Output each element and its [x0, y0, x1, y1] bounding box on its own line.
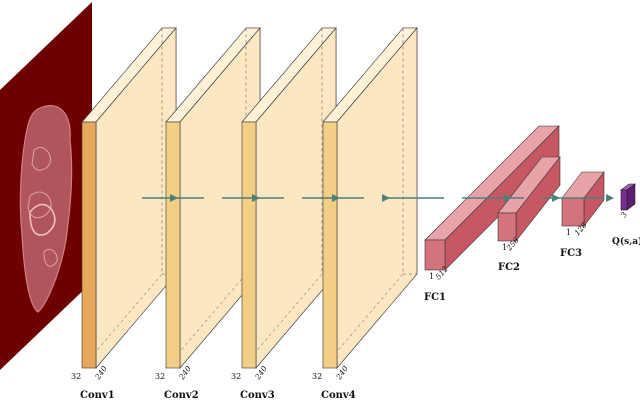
output-size: 3 [619, 210, 629, 219]
fc-width-label: 1 [566, 228, 571, 237]
arrowhead-3 [332, 194, 340, 202]
output-front [620, 189, 628, 211]
conv-depth-label: 32 [231, 372, 241, 381]
arrowhead-7 [606, 194, 614, 202]
conv-front-face [165, 121, 181, 369]
input-image [0, 2, 92, 370]
input-image-lesion [29, 203, 56, 236]
arrowhead-5 [504, 194, 512, 202]
flow-arrows [142, 194, 614, 202]
fc-layer-label: FC3 [560, 248, 582, 259]
conv-layer-label: Conv2 [164, 390, 199, 400]
conv-layer-label: Conv1 [80, 390, 115, 400]
arrowhead-2 [252, 194, 260, 202]
fc-width-label: 1 [429, 272, 434, 281]
conv-depth-label: 32 [71, 372, 81, 381]
output-node: 3 Q(s,a) [612, 183, 640, 247]
output-label: Q(s,a) [612, 236, 640, 247]
fc-layer-label: FC1 [424, 292, 446, 303]
conv-front-face [241, 121, 257, 369]
fc-width-label: 1 [502, 243, 507, 252]
arrowhead-1 [170, 194, 178, 202]
fc-layer-label: FC2 [498, 262, 520, 273]
conv-depth-label: 32 [155, 372, 165, 381]
conv-front-face [322, 121, 338, 369]
conv-front-face [81, 121, 97, 369]
conv-layer-label: Conv3 [240, 390, 275, 400]
arrowhead-4 [382, 194, 390, 202]
conv-layer-label: Conv4 [321, 390, 356, 400]
conv-depth-label: 32 [312, 372, 322, 381]
arrowhead-6 [552, 194, 560, 202]
fc-front-face [497, 212, 517, 242]
fc-front-face [424, 239, 446, 271]
